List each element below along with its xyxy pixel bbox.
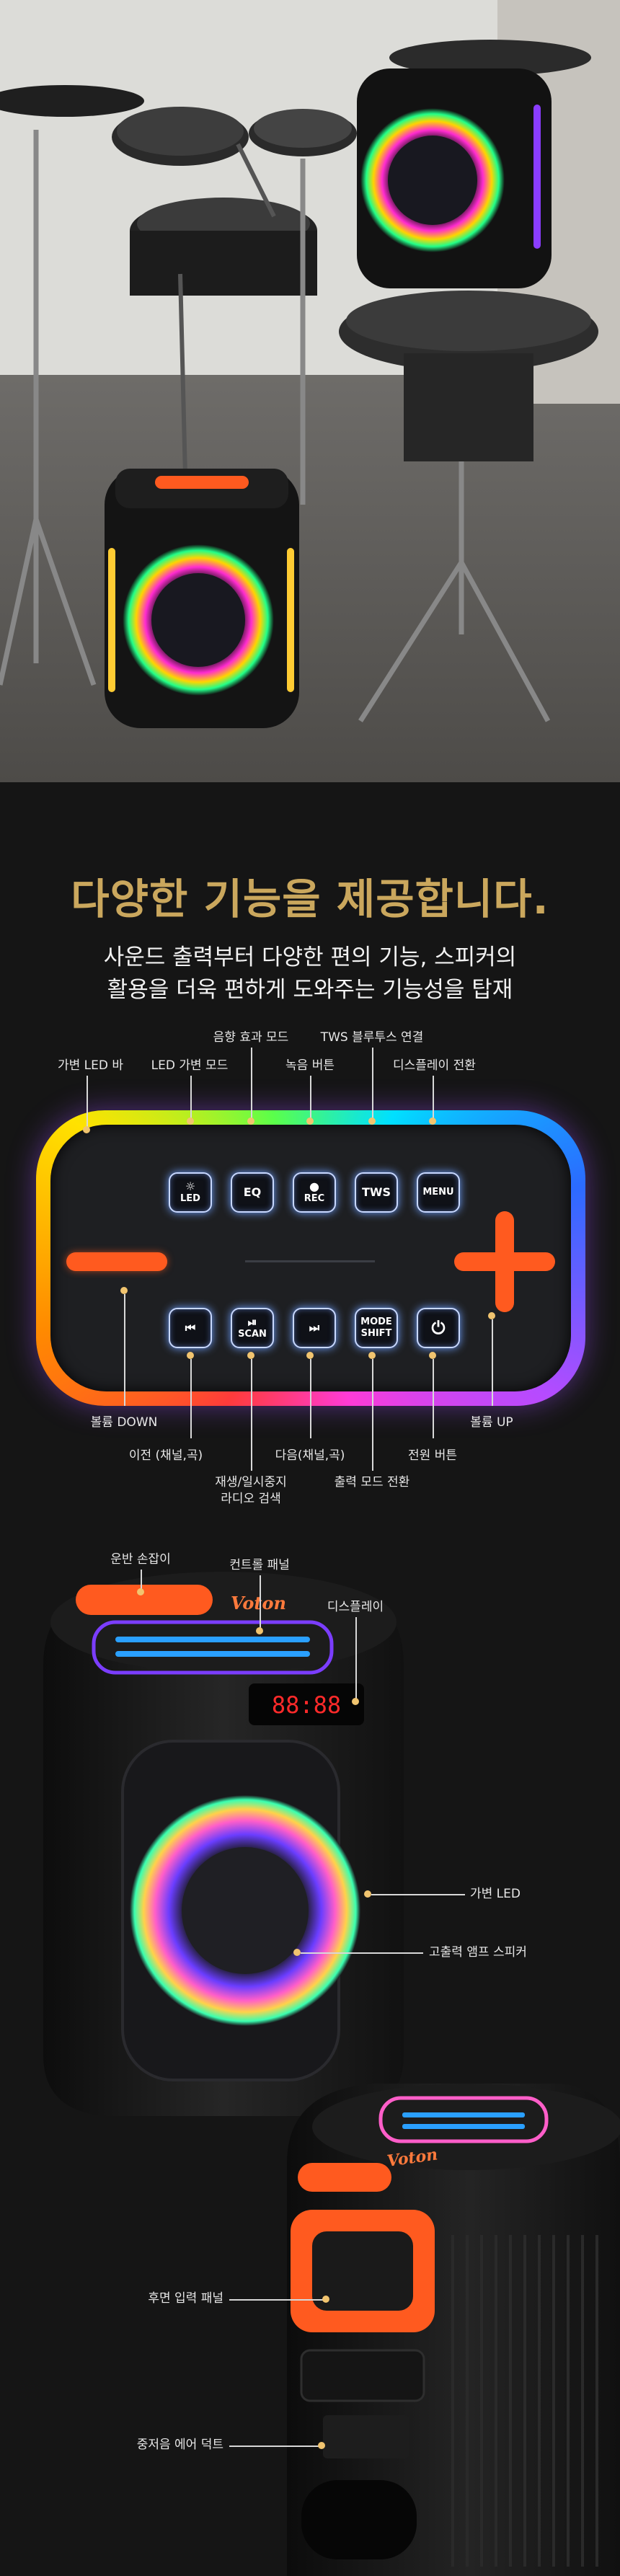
subtitle-line-1: 사운드 출력부터 다양한 편의 기능, 스피커의 (103, 944, 517, 970)
leader-carry-handle (141, 1570, 142, 1590)
marker-rear-input-panel (322, 2296, 329, 2303)
tws-button: TWS (355, 1172, 398, 1213)
label-variable-led: 가변 LED (470, 1887, 521, 1901)
mode-shift-button: MODE SHIFT (355, 1308, 398, 1348)
next-icon: ⏭ (309, 1321, 320, 1335)
bass-port (301, 2480, 417, 2559)
leader-led-mode (190, 1076, 192, 1119)
record-dot-icon: ● (309, 1179, 319, 1193)
marker-led-mode (187, 1117, 194, 1125)
leader-tws (372, 1048, 373, 1120)
panel-center-line (245, 1260, 375, 1262)
rear-input-panel (300, 2349, 425, 2402)
leader-sound-effect (251, 1048, 252, 1120)
label-led-bar: 가변 LED 바 (58, 1058, 124, 1073)
speaker-back-image: Voton (287, 2084, 620, 2576)
label-volume-up: 볼륨 UP (470, 1415, 513, 1430)
previous-icon: ⏮ (185, 1321, 196, 1335)
brand-logo: Voton (231, 1593, 286, 1614)
label-control-panel: 컨트롤 패널 (229, 1558, 290, 1572)
control-panel-led-bar: ☼ LED EQ ● REC TWS MENU ⏮ ⏯ SCAN ⏭ MODE … (36, 1110, 585, 1406)
marker-speaker (293, 1949, 301, 1956)
marker-variable-led (364, 1890, 371, 1898)
leader-record (310, 1076, 311, 1119)
label-power: 전원 버튼 (408, 1448, 457, 1463)
label-play-line1: 재생/일시중지 (215, 1475, 287, 1490)
leader-previous (190, 1359, 192, 1438)
rec-button: ● REC (293, 1172, 336, 1213)
leader-power (433, 1359, 434, 1438)
previous-button: ⏮ (169, 1308, 212, 1348)
leader-volume-up (492, 1319, 493, 1406)
lifestyle-photo (0, 0, 620, 782)
leader-display (355, 1617, 357, 1700)
subtitle-line-2: 활용을 더욱 편하게 도와주는 기능성을 탑재 (107, 977, 513, 1003)
volume-down-key (66, 1252, 167, 1271)
label-speaker: 고출력 앰프 스피커 (429, 1945, 527, 1960)
leader-play (251, 1359, 252, 1471)
marker-bass-port (318, 2442, 325, 2449)
marker-sound-effect (247, 1117, 254, 1125)
leader-display-switch (433, 1076, 434, 1119)
leader-mode (372, 1359, 373, 1471)
control-panel: ☼ LED EQ ● REC TWS MENU ⏮ ⏯ SCAN ⏭ MODE … (50, 1125, 571, 1391)
power-button: ⏻ (417, 1308, 460, 1348)
label-volume-down: 볼륨 DOWN (90, 1415, 158, 1430)
label-led-mode: LED 가변 모드 (151, 1058, 229, 1073)
marker-volume-up (488, 1312, 495, 1319)
marker-control-panel (256, 1627, 263, 1634)
marker-display (352, 1698, 359, 1705)
marker-volume-down (120, 1287, 128, 1294)
display-digits: 88:88 (272, 1691, 341, 1719)
carry-handle (76, 1585, 213, 1615)
scan-button: ⏯ SCAN (231, 1308, 274, 1348)
next-button: ⏭ (293, 1308, 336, 1348)
marker-tws (368, 1117, 376, 1125)
leader-bass-port (229, 2446, 319, 2447)
speaker-cone (182, 1847, 309, 1974)
marker-next (306, 1352, 314, 1359)
marker-display-switch (429, 1117, 436, 1125)
leader-control-panel (260, 1575, 261, 1629)
label-carry-handle: 운반 손잡이 (110, 1552, 171, 1567)
leader-speaker (301, 1952, 423, 1954)
marker-record (306, 1117, 314, 1125)
leader-volume-down (124, 1294, 125, 1406)
menu-button: MENU (417, 1172, 460, 1213)
leader-rear-input-panel (229, 2299, 323, 2301)
marker-mode (368, 1352, 376, 1359)
marker-play (247, 1352, 254, 1359)
speaker-front-image: Voton 88:88 (43, 1572, 404, 2116)
label-bass-port: 중저음 에어 덕트 (136, 2438, 223, 2452)
feature-headline: 다양한 기능을 제공합니다. 사운드 출력부터 다양한 편의 기능, 스피커의 … (0, 865, 620, 1006)
label-previous: 이전 (채널,곡) (128, 1448, 203, 1463)
sun-icon: ☼ (185, 1179, 196, 1193)
headline-subtitle: 사운드 출력부터 다양한 편의 기능, 스피커의 활용을 더욱 편하게 도와주는… (0, 942, 620, 1006)
display-screen (249, 1683, 364, 1725)
label-rear-input-panel: 후면 입력 패널 (148, 2291, 223, 2306)
power-icon: ⏻ (431, 1318, 446, 1338)
label-play-line2: 라디오 검색 (221, 1492, 281, 1506)
headline-title: 다양한 기능을 제공합니다. (71, 875, 549, 924)
label-sound-effect: 음향 효과 모드 (213, 1030, 289, 1045)
marker-previous (187, 1352, 194, 1359)
label-display-switch: 디스플레이 전환 (393, 1058, 476, 1073)
leader-led-bar (87, 1076, 88, 1130)
marker-carry-handle (137, 1588, 144, 1595)
label-record: 녹음 버튼 (285, 1058, 335, 1073)
led-button: ☼ LED (169, 1172, 212, 1213)
leader-variable-led (371, 1894, 465, 1895)
marker-power (429, 1352, 436, 1359)
label-next: 다음(채널,곡) (275, 1448, 345, 1463)
volume-up-key-vertical (495, 1211, 514, 1312)
label-mode: 출력 모드 전환 (334, 1475, 410, 1490)
leader-next (310, 1359, 311, 1438)
marker-led-bar (83, 1126, 90, 1133)
label-tws: TWS 블루투스 연결 (320, 1030, 424, 1045)
label-display: 디스플레이 (327, 1600, 384, 1614)
eq-button: EQ (231, 1172, 274, 1213)
drum-room-illustration (0, 0, 620, 782)
play-pause-icon: ⏯ (247, 1315, 257, 1329)
